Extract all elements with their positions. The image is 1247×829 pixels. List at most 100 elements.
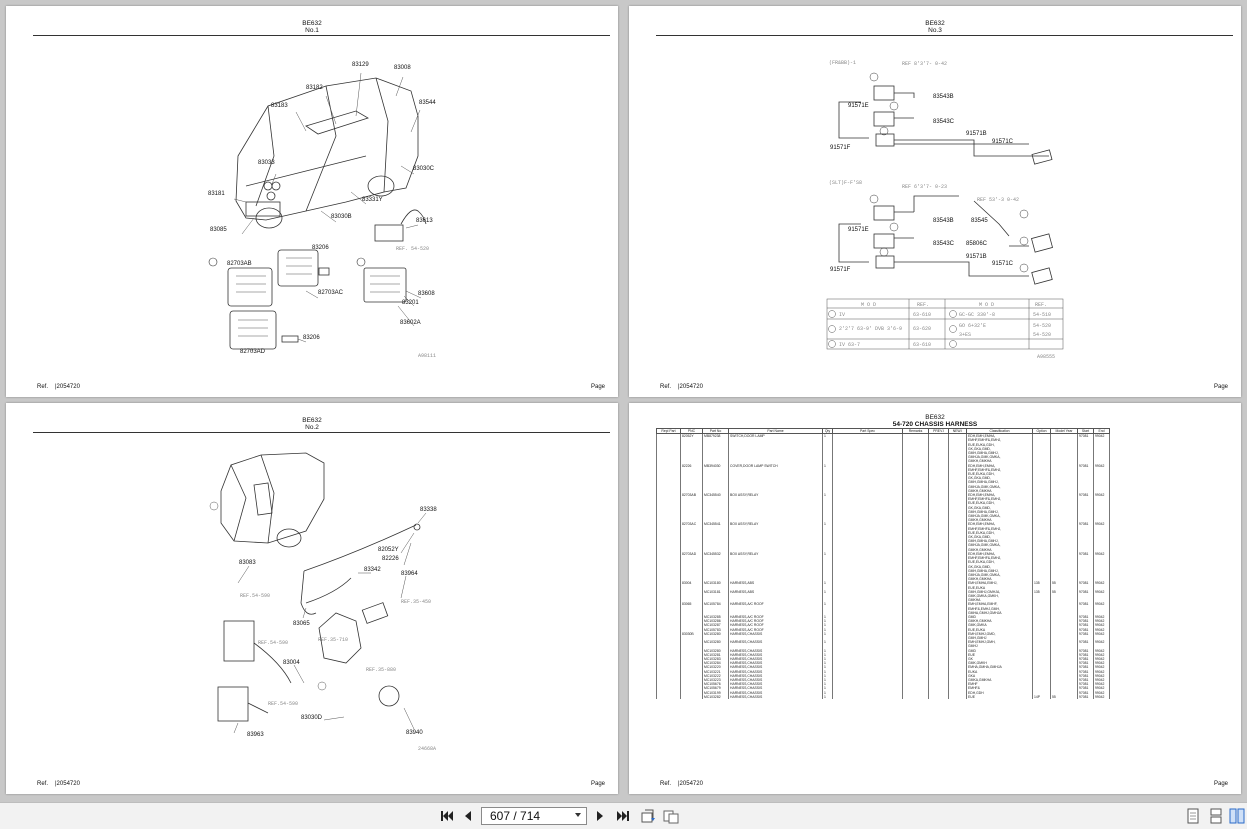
table-cell [1093,451,1110,456]
table-cell: 99042 [1093,656,1110,662]
table-row: EUE,EUKA,GDH, [656,560,1231,565]
table-row: GK,GKA,GMD, [656,505,1231,510]
table-row: EMHF,EMHF&,EMHJ, [656,467,1231,473]
part-label: 83543B [933,218,954,224]
table-row: EMHF,EMHF&,EMHJ, [656,497,1231,502]
table-cell [1093,556,1110,561]
part-label: 83201 [402,300,419,306]
page-label: Page [590,781,605,787]
part-label: 83181 [208,191,225,197]
table-cell [1093,497,1110,502]
column-header: End [1093,427,1110,435]
legend-code: IV [839,312,845,318]
ref-value: |2054720 [678,384,703,390]
page-number: No.3 [928,27,942,34]
table-cell: 99042 [1093,682,1110,687]
table-row: EUE,EUKA,GDH, [656,530,1231,536]
legend-ref: 54-520 [1033,332,1051,338]
rotate-page-icon[interactable] [639,807,657,825]
facing-view-icon[interactable] [1228,807,1246,825]
page-number-select[interactable]: 607 / 714 [481,807,587,825]
ref-note: REF.35-450 [401,599,431,605]
table-cell [1093,585,1110,590]
next-page-icon[interactable] [591,807,609,825]
chevron-down-icon [575,813,581,817]
table-cell: 99042 [1093,661,1110,666]
model-code: BE632 [302,20,322,27]
part-label: 83608 [418,291,435,297]
viewer-toolbar: 607 / 714 [0,802,1247,829]
table-cell: 99042 [1093,690,1110,695]
part-label: 91571E [848,103,869,109]
header-rule [33,432,610,433]
page-header: BE632 No.1 [6,20,618,34]
table-row: GMHJ [656,644,1231,649]
table-cell: 99042 [1093,648,1110,653]
ref-note: REF.54-590 [258,640,288,646]
table-cell [1093,564,1110,569]
part-label: 83331Y [362,197,383,203]
table-row: GMK,GMKA,GMKH, [656,593,1231,599]
prev-page-icon[interactable] [459,807,477,825]
table-cell: 99042 [1093,589,1110,594]
table-cell: 99042 [1093,551,1110,557]
part-label: 83342 [364,567,381,573]
table-cell: 99042 [1093,694,1110,699]
page-header: BE632 No.2 [6,417,618,431]
table-cell [1093,446,1110,452]
diagram-caption: REF 6'3'7- 0-23 [902,184,947,190]
table-cell [1093,472,1110,477]
part-label: 83543C [933,119,955,125]
legend-code: IV 63-7 [839,342,860,348]
table-cell [1093,644,1110,649]
page-label: Page [590,384,605,390]
table-row: GK,GKA,GMD, [656,446,1231,452]
model-code: BE632 [302,417,322,424]
table-row: GMKH,GMKHA [656,518,1231,523]
ref-value: |2054720 [678,781,703,787]
ref-label: Ref. [37,384,49,390]
table-cell: 99042 [1093,627,1110,632]
part-label: 91571B [966,131,987,137]
part-label: 83940 [406,730,423,736]
part-label: 85806C [966,241,988,247]
page-no2: BE632 No.2 [6,403,618,794]
two-page-icon[interactable] [662,807,680,825]
table-cell: 99042 [1093,463,1110,468]
table-cell [1093,459,1110,464]
ref-note: REF. 54-520 [396,246,429,252]
table-cell: HARNESS,CHASSIS [728,694,823,699]
table-cell: 14P [1032,694,1051,699]
part-label: 91571F [830,267,851,273]
first-page-icon[interactable] [438,807,456,825]
part-label: 83613 [416,218,433,224]
single-page-view-icon[interactable] [1184,807,1202,825]
page-label: Page [1213,781,1228,787]
header-rule [656,35,1233,36]
part-label: 83182 [306,85,323,91]
last-page-icon[interactable] [614,807,632,825]
table-cell [1093,572,1110,578]
part-label: 91571E [848,227,869,233]
legend-ref: 54-510 [1033,312,1051,318]
table-cell [1093,535,1110,540]
continuous-view-icon[interactable] [1207,807,1225,825]
table-cell [1093,568,1110,573]
legend-ref: 63-610 [913,342,931,348]
table-row: EMHF,EMHF&,EMHJ, [656,526,1231,531]
